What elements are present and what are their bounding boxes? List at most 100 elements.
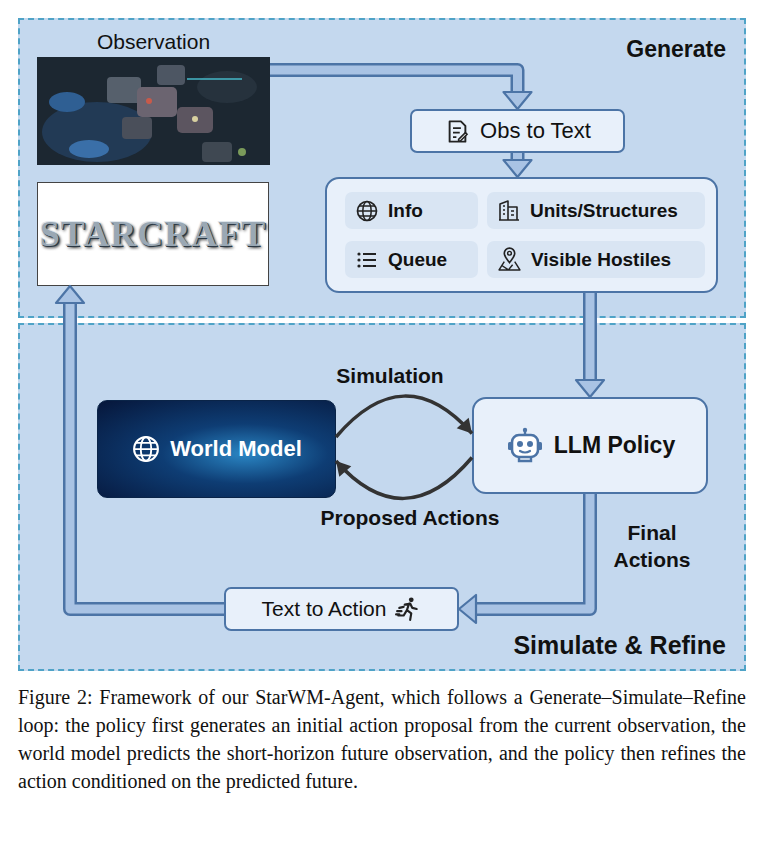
content-row: Queue — [345, 241, 478, 278]
content-row: Visible Hostiles — [487, 241, 705, 278]
connector-arrow — [336, 458, 472, 499]
screenshot-bg — [37, 57, 270, 165]
rect-shape — [512, 435, 538, 457]
path-shape — [459, 132, 467, 140]
node-label: Obs to Text — [480, 118, 591, 144]
path-shape — [358, 206, 377, 216]
process-box: Text to Action — [224, 587, 459, 631]
world-model-box: World Model — [97, 400, 336, 498]
path-shape — [363, 254, 376, 266]
pipe-fill — [586, 293, 595, 382]
circle-shape — [508, 251, 512, 255]
icon — [355, 199, 379, 223]
circle-shape — [409, 597, 414, 602]
node-label: LLM Policy — [554, 432, 675, 459]
circle-shape — [527, 441, 533, 447]
screenshot-shape — [197, 71, 257, 103]
edge-label: Final Actions — [606, 519, 698, 573]
content-row: Units/Structures — [487, 192, 705, 229]
edge-label: Simulation — [336, 362, 443, 389]
path-shape — [453, 128, 461, 137]
icon-symbol — [131, 434, 161, 464]
circle-shape — [523, 427, 527, 431]
screenshot-shape — [137, 87, 177, 117]
process-box: Obs to Text — [410, 109, 625, 153]
game-logo: STARCRAFT — [37, 182, 269, 286]
rect-shape — [538, 442, 542, 450]
node-label: Info — [388, 200, 423, 222]
screenshot-shape — [49, 92, 85, 112]
icon-symbol — [355, 199, 379, 223]
screenshot-shape — [187, 78, 242, 80]
path-shape — [134, 443, 158, 456]
icon-symbol — [497, 199, 521, 223]
path-shape — [519, 457, 531, 461]
arrow-head — [56, 286, 84, 303]
content-row: LLM Policy — [474, 399, 706, 492]
pipe-fill — [270, 70, 518, 94]
icon — [355, 248, 379, 272]
connector-arrow — [576, 293, 604, 397]
icon-symbol — [395, 596, 421, 622]
policy-box: LLM Policy — [472, 397, 708, 494]
connector-arrow — [336, 396, 472, 437]
pipe-outline — [583, 293, 597, 382]
pipe-outline — [270, 70, 518, 94]
path-shape — [499, 201, 519, 220]
path-shape — [520, 451, 530, 453]
screenshot-shape — [146, 98, 152, 104]
node-label: World Model — [170, 436, 302, 462]
connector-arrow — [504, 153, 532, 177]
icon-symbol — [505, 426, 545, 466]
content-row: Obs to Text — [412, 111, 623, 151]
arrow-head — [336, 461, 351, 477]
circle-shape — [134, 437, 158, 461]
icon — [131, 434, 161, 464]
icon — [444, 118, 471, 145]
rect-shape — [508, 442, 512, 450]
cycle-arc — [336, 396, 472, 437]
icon — [395, 596, 421, 622]
circle-shape — [357, 258, 360, 261]
connector-arrow — [56, 286, 224, 609]
screenshot-shape — [122, 117, 152, 139]
icon-symbol — [355, 248, 379, 272]
arrow-head — [504, 92, 532, 109]
content-row: World Model — [98, 401, 335, 497]
arrow-head — [576, 380, 604, 397]
circle-shape — [357, 252, 360, 255]
cycle-arc — [336, 458, 472, 499]
group-box: Info Units/StructuresQueue Visible Hostile… — [325, 177, 718, 293]
node-label: STARCRAFT — [40, 213, 266, 255]
circle-shape — [517, 441, 523, 447]
content-row: STARCRAFT — [38, 183, 268, 285]
field-box: Queue — [345, 241, 478, 278]
figure-caption: Figure 2: Framework of our StarWM-Agent,… — [18, 683, 746, 795]
screenshot-shape — [192, 116, 198, 122]
pipe-outline — [511, 153, 525, 162]
game-screenshot — [37, 57, 270, 165]
node-label: Units/Structures — [530, 200, 678, 222]
path-shape — [499, 262, 520, 270]
arrow-head — [504, 160, 532, 177]
panel-title: Simulate & Refine — [513, 631, 726, 660]
connector-arrow — [270, 70, 532, 109]
pipe-fill — [513, 153, 522, 162]
arrow-head — [459, 595, 476, 623]
content-row: Text to Action — [226, 589, 457, 629]
screenshot-shape — [69, 140, 109, 158]
screenshot-shape — [202, 142, 232, 162]
node-label: Queue — [388, 249, 447, 271]
icon — [497, 199, 521, 223]
screenshot-shape — [177, 107, 213, 133]
node-label: Observation — [37, 30, 270, 54]
field-box: Visible Hostiles — [487, 241, 705, 278]
path-shape — [504, 248, 514, 263]
screenshot-shape — [238, 148, 246, 156]
node-label: Visible Hostiles — [531, 249, 671, 271]
circle-shape — [358, 201, 377, 220]
arrow-head — [457, 418, 472, 434]
screenshot-shape — [42, 102, 152, 162]
icon — [505, 426, 545, 466]
screenshot-shape — [107, 77, 141, 103]
